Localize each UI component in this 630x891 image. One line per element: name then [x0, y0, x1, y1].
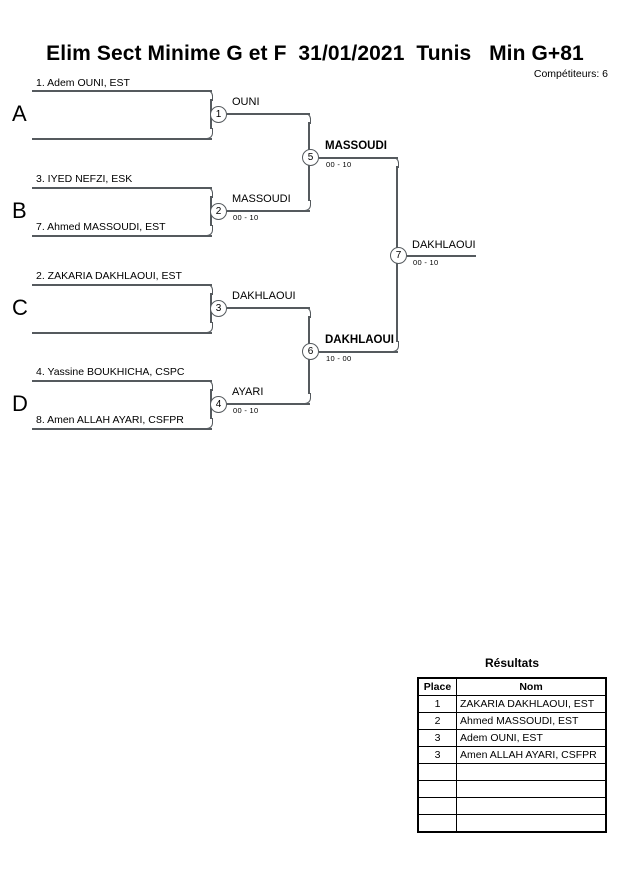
result-place: 3: [418, 729, 457, 747]
match-circle-7[interactable]: 7: [390, 247, 407, 264]
match-circle-5[interactable]: 5: [302, 149, 319, 166]
table-row: [418, 763, 606, 781]
result-name: Amen ALLAH AYARI, CSFPR: [456, 746, 606, 764]
match-circle-3[interactable]: 3: [210, 299, 227, 317]
bracket-line: [32, 235, 212, 237]
table-row: [418, 814, 606, 832]
bracket-line: [32, 380, 212, 382]
bracket-corner: [304, 307, 311, 318]
match-7-score: 00 - 10: [413, 258, 439, 267]
results-heading: Résultats: [484, 656, 540, 670]
result-place: 1: [418, 695, 457, 713]
bracket-line: [407, 255, 476, 257]
results-table-header-row: Place Nom: [418, 678, 606, 696]
group-letter-a: A: [12, 101, 27, 126]
result-name: Adem OUNI, EST: [456, 729, 606, 747]
table-row: [418, 780, 606, 798]
page-title: Elim Sect Minime G et F 31/01/2021 Tunis…: [46, 42, 584, 65]
match-5-winner: MASSOUDI: [325, 140, 387, 152]
match-6-score: 10 - 00: [326, 354, 352, 363]
result-place: [418, 763, 457, 781]
bracket-line: [32, 90, 212, 92]
result-place: [418, 797, 457, 815]
column-header-nom: Nom: [456, 678, 606, 696]
group-letter-d: D: [12, 391, 28, 416]
bracket-line: [227, 403, 310, 405]
result-name: [456, 763, 606, 781]
result-name: ZAKARIA DAKHLAOUI, EST: [456, 695, 606, 713]
match-2-score: 00 - 10: [233, 213, 259, 222]
result-name: [456, 814, 606, 832]
column-header-place: Place: [418, 678, 457, 696]
match-4-winner: AYARI: [232, 386, 264, 398]
bracket-line: [32, 428, 212, 430]
bracket-corner: [392, 157, 399, 168]
result-place: [418, 814, 457, 832]
match-5-score: 00 - 10: [326, 160, 352, 169]
result-place: 3: [418, 746, 457, 764]
competitor-b-bottom: 7. Ahmed MASSOUDI, EST: [36, 221, 166, 233]
match-4-score: 00 - 10: [233, 406, 259, 415]
competitor-d-top: 4. Yassine BOUKHICHA, CSPC: [36, 366, 185, 378]
competitor-b-top: 3. IYED NEFZI, ESK: [36, 173, 133, 185]
bracket-corner: [206, 90, 213, 101]
bracket-line: [319, 351, 398, 353]
bracket-line: [227, 307, 310, 309]
match-7-winner: DAKHLAOUI: [412, 239, 476, 251]
bracket-corner: [304, 113, 311, 124]
bracket-line: [227, 210, 310, 212]
result-place: [418, 780, 457, 798]
tournament-bracket: A 1. Adem OUNI, EST 1 OUNI B 3. IYED NEF…: [12, 77, 476, 430]
bracket-corner: [206, 284, 213, 295]
bracket-line: [319, 157, 398, 159]
match-circle-6[interactable]: 6: [302, 343, 319, 360]
bracket-line: [32, 332, 212, 334]
result-name: Ahmed MASSOUDI, EST: [456, 712, 606, 730]
competitor-a-top: 1. Adem OUNI, EST: [36, 77, 130, 89]
bracket-corner: [206, 187, 213, 198]
bracket-line: [227, 113, 310, 115]
match-3-winner: DAKHLAOUI: [232, 290, 296, 302]
bracket-line: [32, 284, 212, 286]
match-1-winner: OUNI: [232, 96, 260, 108]
group-letter-c: C: [12, 295, 28, 320]
table-row: [418, 797, 606, 815]
group-letter-b: B: [12, 198, 27, 223]
match-2-winner: MASSOUDI: [232, 193, 291, 205]
competitors-count-label: Compétiteurs: 6: [533, 68, 608, 80]
match-circle-4[interactable]: 4: [210, 395, 227, 413]
match-circle-1[interactable]: 1: [210, 105, 227, 123]
result-name: [456, 780, 606, 798]
match-circle-2[interactable]: 2: [210, 202, 227, 220]
bracket-line: [32, 138, 212, 140]
match-6-winner: DAKHLAOUI: [325, 334, 394, 346]
competitor-d-bottom: 8. Amen ALLAH AYARI, CSFPR: [36, 414, 184, 426]
result-name: [456, 797, 606, 815]
result-place: 2: [418, 712, 457, 730]
bracket-corner: [206, 380, 213, 391]
bracket-line: [32, 187, 212, 189]
competitor-c-top: 2. ZAKARIA DAKHLAOUI, EST: [36, 270, 182, 282]
